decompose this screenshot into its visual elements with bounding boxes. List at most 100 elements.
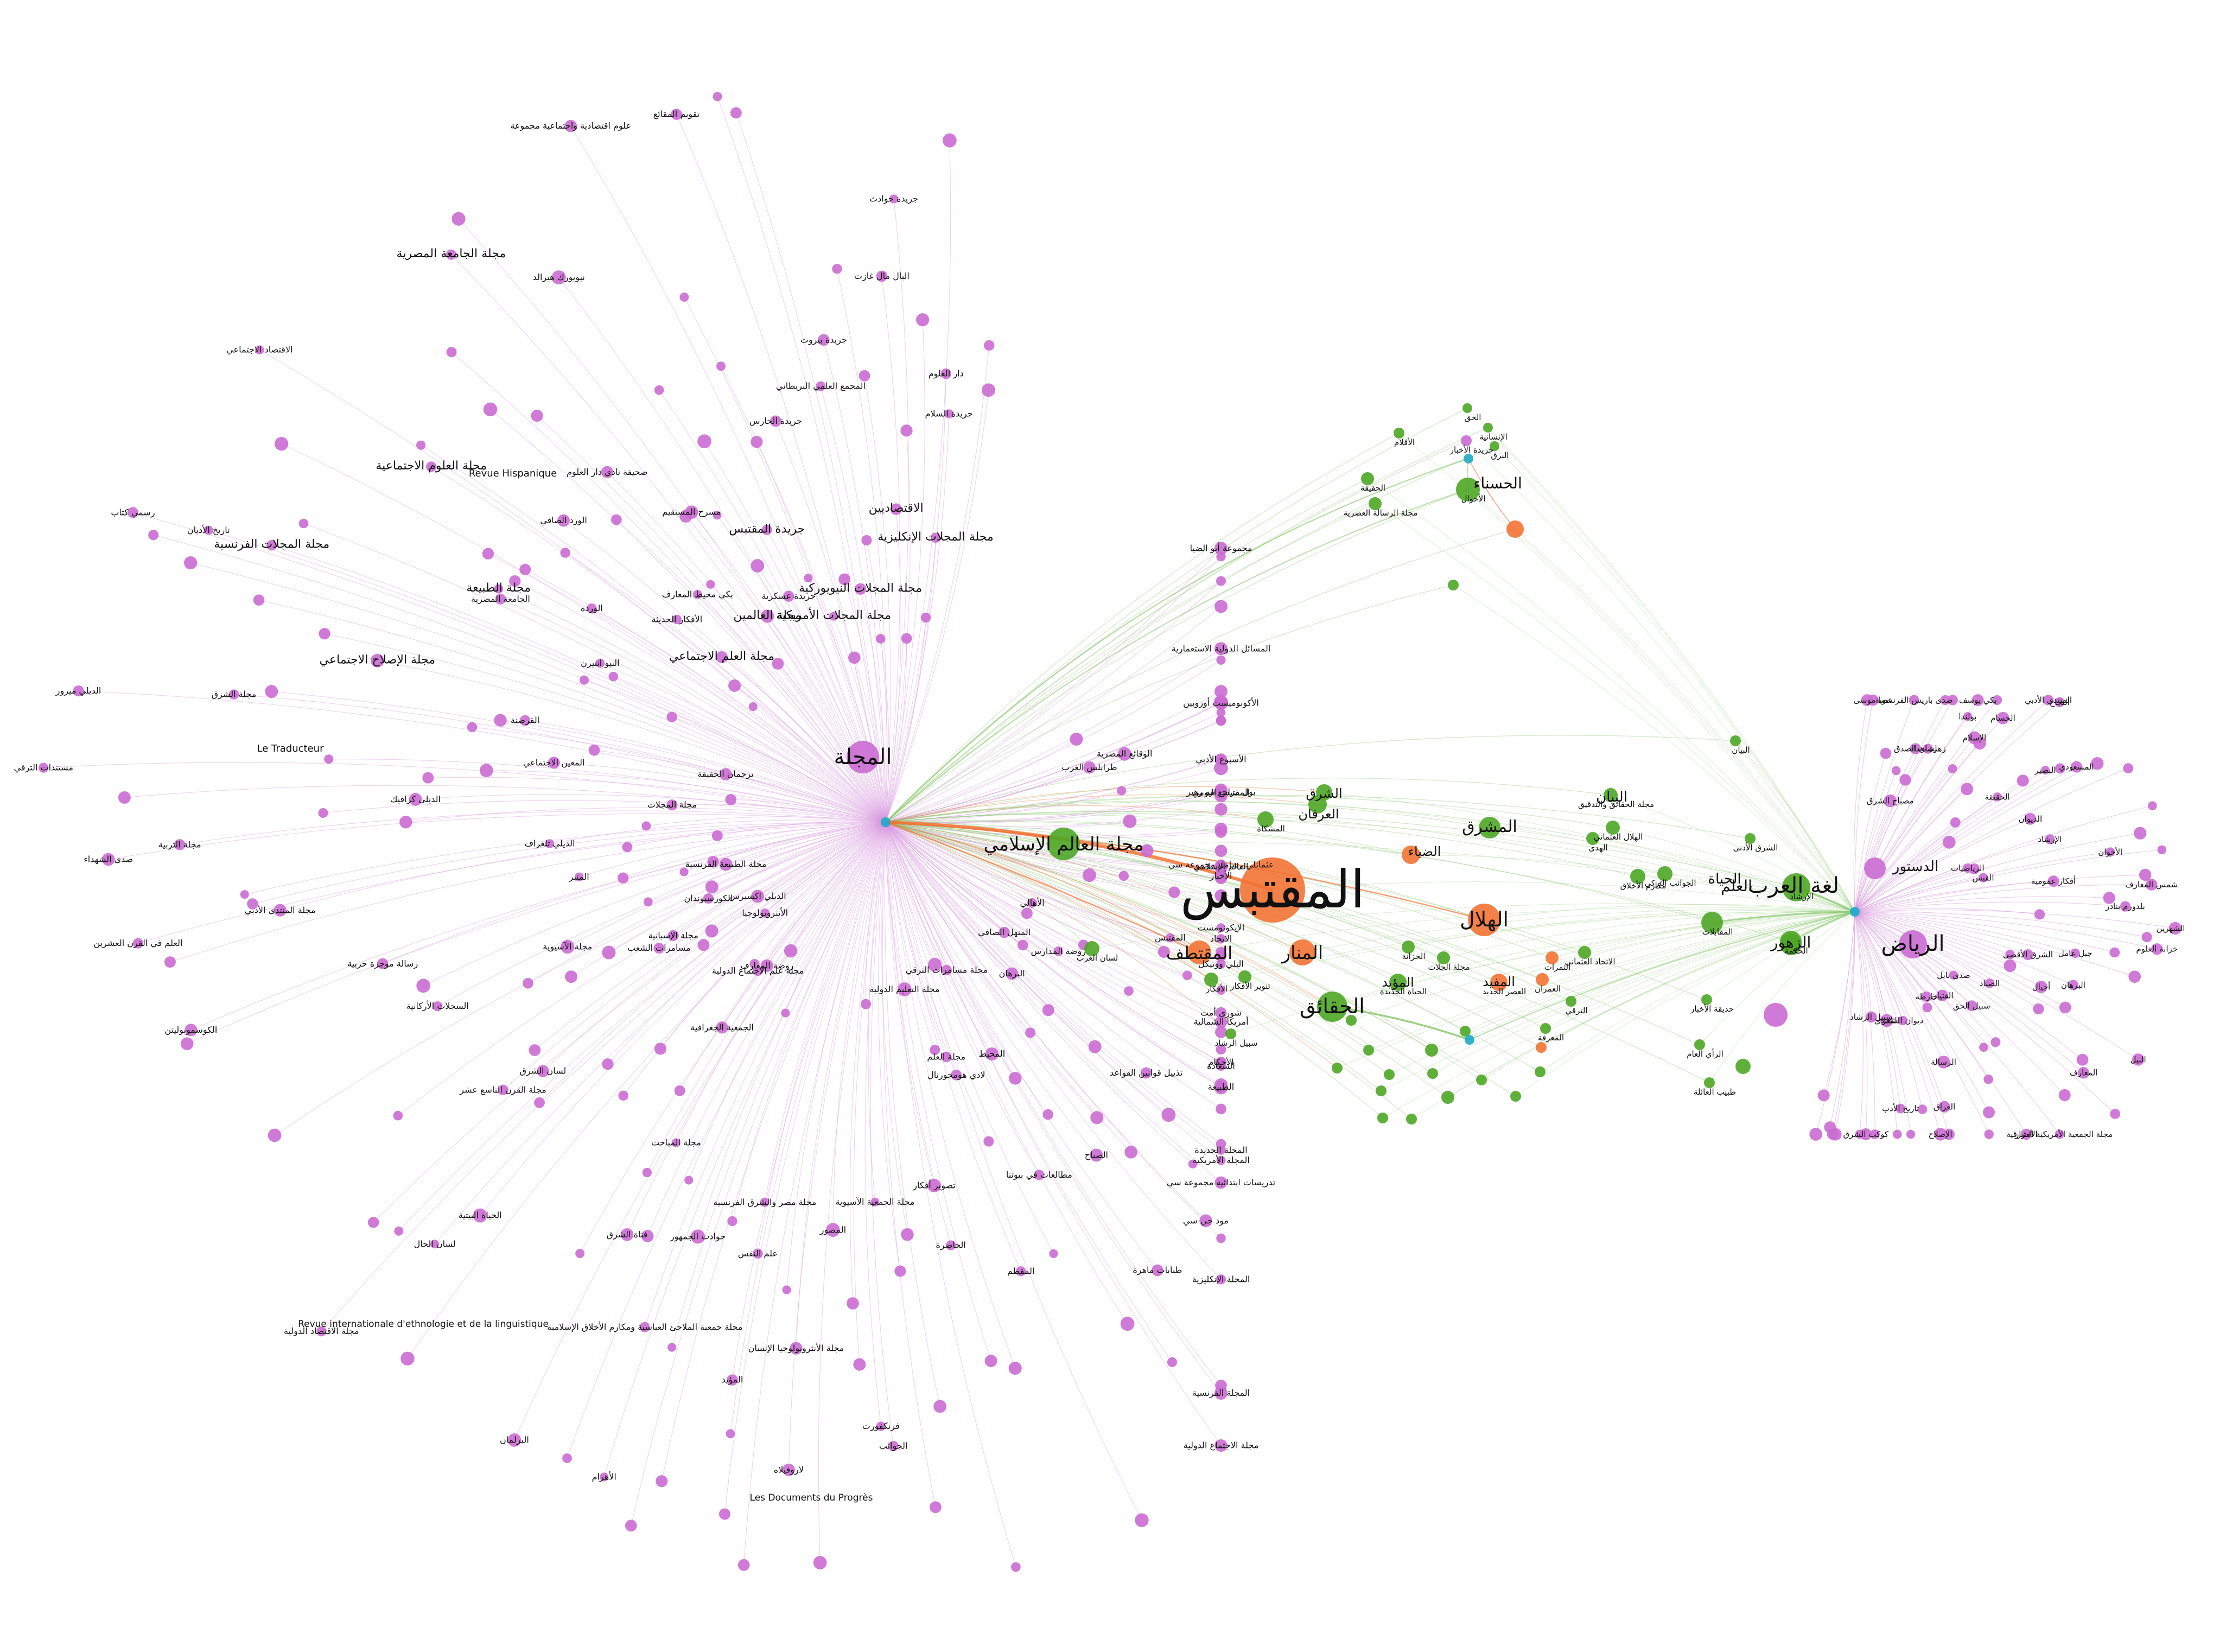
graph-edge <box>1465 911 1855 1032</box>
graph-edge <box>807 577 886 823</box>
node-label: السجلات الأركانية <box>406 1000 469 1012</box>
graph-node <box>1824 1121 1836 1133</box>
graph-node <box>316 1326 327 1337</box>
node-label: مجلة المجلات النيويوركية <box>799 581 922 595</box>
node-label: المجلة الفرنسية <box>1192 1388 1250 1399</box>
graph-node <box>2022 949 2034 961</box>
graph-node <box>901 633 912 644</box>
graph-node <box>667 930 679 942</box>
graph-edge <box>885 199 909 823</box>
graph-edge <box>885 822 1131 1153</box>
graph-node <box>946 1240 956 1250</box>
graph-edge <box>697 594 886 823</box>
node-label: القرصنة <box>511 715 539 726</box>
graph-node <box>1966 1000 1977 1012</box>
graph-edge <box>1854 911 1901 1109</box>
graph-edge <box>1063 841 1855 912</box>
node-label: الحياة البيتية <box>459 1210 502 1221</box>
node-label: مجلة الشرق <box>212 689 257 700</box>
node-label: الهلال <box>1460 907 1509 932</box>
graph-node <box>1187 941 1211 964</box>
graph-node <box>854 583 867 595</box>
graph-node <box>562 1453 572 1463</box>
graph-edge <box>382 822 886 964</box>
graph-edge <box>885 822 1231 1034</box>
node-label: الإيكونومست <box>1198 922 1244 933</box>
graph-node <box>1027 898 1037 908</box>
graph-node <box>930 532 941 543</box>
graph-edge <box>1481 911 1855 1081</box>
node-label: روضة المدارس <box>1031 946 1086 957</box>
node-label: العالم الإسلامي <box>1194 861 1249 872</box>
graph-node <box>707 856 719 868</box>
graph-edge <box>885 822 936 1050</box>
graph-edge <box>882 822 936 1508</box>
graph-edge <box>671 716 886 823</box>
graph-node <box>692 590 702 599</box>
graph-node <box>772 658 784 670</box>
node-label: جريدة حوادث <box>869 194 918 205</box>
graph-edge <box>525 720 886 823</box>
graph-node <box>608 671 618 682</box>
node-label: لاروفيلاه <box>774 1464 804 1475</box>
graph-node <box>737 1559 750 1571</box>
graph-edge <box>490 409 886 823</box>
graph-edge <box>726 774 886 823</box>
graph-node <box>1950 817 1961 828</box>
graph-node <box>1363 1045 1374 1056</box>
graph-edge <box>881 276 901 823</box>
graph-edge <box>885 795 1613 828</box>
graph-edge <box>1854 911 1923 1110</box>
graph-node <box>2128 970 2141 983</box>
graph-node <box>1009 1072 1022 1085</box>
graph-node <box>860 999 872 1009</box>
graph-node <box>1996 711 2009 725</box>
graph-edge <box>885 786 1325 823</box>
graph-node <box>618 872 629 884</box>
graph-node <box>1214 1439 1228 1452</box>
graph-edge <box>592 608 886 823</box>
graph-node <box>713 511 722 520</box>
graph-edge <box>885 822 936 965</box>
node-label: تذييل قوانين القواعد <box>1110 1068 1182 1078</box>
node-label: المنبر <box>569 872 589 882</box>
graph-node <box>751 436 763 448</box>
node-label: مجلة المجلات الأمريكية <box>776 608 891 622</box>
node-label: النيو انتيرن <box>581 658 619 669</box>
graph-node <box>2123 763 2134 773</box>
graph-node <box>1606 821 1620 835</box>
graph-edge <box>788 822 886 1470</box>
graph-edge <box>421 444 886 823</box>
graph-node <box>1923 744 1933 754</box>
graph-node <box>127 507 139 518</box>
graph-node <box>1214 1016 1228 1028</box>
graph-node <box>253 594 265 606</box>
node-label: الديوان <box>2018 814 2042 824</box>
graph-node <box>228 689 239 700</box>
graph-edge <box>885 701 1222 823</box>
graph-edge <box>1712 911 1855 923</box>
node-label: مجلة التربية <box>158 839 201 850</box>
graph-edge <box>885 821 1791 942</box>
graph-node <box>1972 694 1984 706</box>
node-label: العلم في القرن العشرين <box>93 938 182 949</box>
node-label: Revue internationale d'ethnologie et de … <box>298 1319 549 1330</box>
node-label: المقتبس <box>1180 859 1365 920</box>
graph-edge <box>885 822 1222 1109</box>
graph-node <box>728 679 741 692</box>
graph-node <box>671 109 682 120</box>
node-label: مسامرات الشعب <box>627 943 691 954</box>
graph-edge <box>1375 503 1855 912</box>
graph-node <box>2055 763 2065 774</box>
node-label: مجلة العالمين <box>734 608 802 622</box>
graph-node <box>1993 792 2002 802</box>
node-label: الشرق الأقصى <box>2003 949 2053 960</box>
graph-edge <box>398 822 886 1231</box>
graph-node <box>666 711 677 722</box>
graph-node <box>494 584 504 594</box>
node-label: المنتدى الأدبي <box>2025 695 2072 706</box>
graph-node <box>519 563 531 575</box>
graph-edge <box>570 125 886 823</box>
graph-node <box>1909 695 1919 706</box>
graph-node <box>1124 986 1134 996</box>
